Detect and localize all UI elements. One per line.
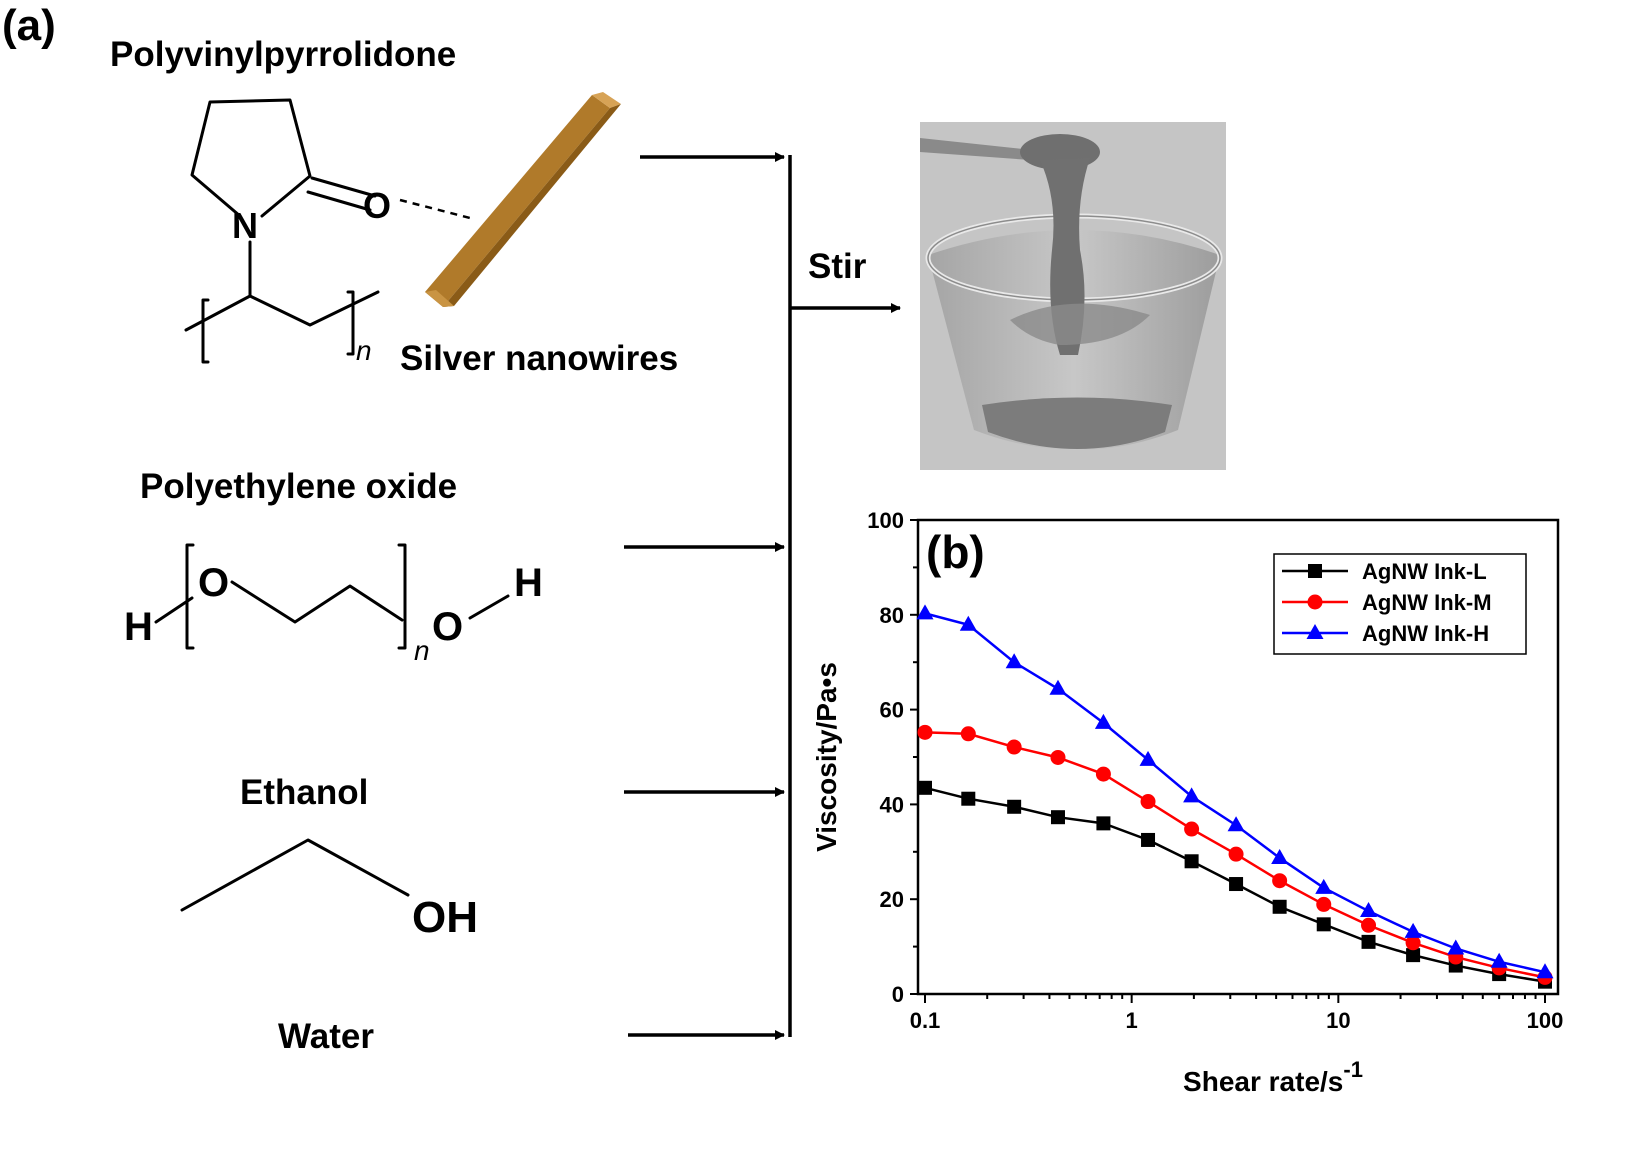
peo-h-left: H xyxy=(124,605,153,649)
legend-marker xyxy=(1306,624,1324,639)
data-point xyxy=(1272,873,1288,889)
data-point xyxy=(961,791,976,806)
panel-b-label: (b) xyxy=(926,526,985,578)
data-point xyxy=(1141,832,1156,847)
data-point xyxy=(1490,952,1508,968)
data-point xyxy=(1049,679,1067,695)
x-tick-label: 1 xyxy=(1126,1008,1138,1033)
data-point xyxy=(1184,821,1200,837)
pvp-oxygen: O xyxy=(363,185,391,226)
data-point xyxy=(1405,935,1421,951)
y-axis-label: Viscosity/Pa•s xyxy=(811,662,842,852)
x-axis-ticks: 0.1 1 10 100 xyxy=(910,994,1564,1033)
data-point xyxy=(1361,934,1376,949)
legend: AgNW Ink-L AgNW Ink-M AgNW Ink-H xyxy=(1273,553,1527,655)
data-point xyxy=(1183,787,1201,803)
x-tick-label: 10 xyxy=(1326,1008,1350,1033)
data-point xyxy=(960,726,976,742)
legend-entry: AgNW Ink-L xyxy=(1362,559,1487,584)
y-tick-label: 100 xyxy=(867,508,904,533)
data-point xyxy=(1139,750,1157,766)
legend-marker xyxy=(1307,594,1323,610)
data-point xyxy=(1272,899,1287,914)
data-point xyxy=(1140,794,1156,810)
data-point xyxy=(1406,948,1421,963)
x-axis-label: Shear rate/s-1 xyxy=(1183,1057,1363,1097)
ethanol-title: Ethanol xyxy=(240,773,368,812)
ink-cup-photo xyxy=(920,122,1226,470)
peo-subscript-n: n xyxy=(414,635,430,666)
data-point xyxy=(918,780,932,795)
y-tick-label: 20 xyxy=(880,887,904,912)
process-arrows: Stir xyxy=(624,152,901,1040)
pvp-nitrogen: N xyxy=(232,205,258,246)
y-tick-label: 0 xyxy=(892,982,904,1007)
legend-marker xyxy=(1308,564,1322,578)
data-point xyxy=(1095,766,1111,782)
x-tick-label: 0.1 xyxy=(910,1008,941,1033)
data-point xyxy=(1184,854,1199,869)
peo-title: Polyethylene oxide xyxy=(140,467,457,506)
legend-entry: AgNW Ink-M xyxy=(1362,590,1492,615)
data-point xyxy=(959,615,977,631)
data-point xyxy=(1315,878,1333,894)
data-point xyxy=(1094,713,1112,729)
data-point xyxy=(1404,922,1422,938)
data-point xyxy=(1536,963,1554,979)
data-point xyxy=(1229,877,1244,892)
data-point xyxy=(917,724,933,740)
peo-o-right: O xyxy=(432,605,463,649)
water-title: Water xyxy=(278,1017,374,1056)
peo-structure: Polyethylene oxide H O n O H xyxy=(124,467,543,666)
ethanol-structure: Ethanol OH xyxy=(180,773,478,942)
y-tick-label: 60 xyxy=(880,698,904,723)
viscosity-chart: (b) 0 20 40 60 80 100 0.1 1 10 100 Viscosity/Pa•… xyxy=(811,508,1563,1097)
pvp-title: Polyvinylpyrrolidone xyxy=(110,35,456,74)
data-point xyxy=(1447,939,1465,955)
data-point xyxy=(1271,848,1289,864)
pvp-subscript-n: n xyxy=(356,335,372,366)
x-tick-label: 100 xyxy=(1527,1008,1564,1033)
y-tick-label: 40 xyxy=(880,792,904,817)
data-point xyxy=(1007,799,1022,814)
ethanol-oh: OH xyxy=(412,893,478,942)
data-point xyxy=(1050,810,1065,825)
x-axis-label-text: Shear rate/s xyxy=(1183,1066,1343,1097)
stir-label: Stir xyxy=(808,247,867,286)
data-point xyxy=(1006,739,1022,755)
panel-a-label: (a) xyxy=(2,1,56,50)
peo-o-left: O xyxy=(198,561,229,605)
data-point xyxy=(1096,816,1111,831)
data-point xyxy=(1227,816,1245,832)
data-point xyxy=(1360,902,1378,918)
data-point xyxy=(1050,749,1066,765)
data-point xyxy=(1228,846,1244,862)
pvp-structure: Polyvinylpyrrolidone O N n xyxy=(110,35,471,366)
data-point xyxy=(1361,917,1377,933)
peo-h-right: H xyxy=(514,561,543,605)
series-layer xyxy=(916,604,1554,989)
y-tick-label: 80 xyxy=(880,603,904,628)
data-point xyxy=(1316,917,1331,932)
y-axis-ticks: 0 20 40 60 80 100 xyxy=(867,508,918,1007)
x-axis-label-sup: -1 xyxy=(1343,1057,1363,1082)
series-3 xyxy=(916,604,1554,979)
silver-nanowire: Silver nanowires xyxy=(400,92,678,378)
data-point xyxy=(916,604,934,620)
legend-entry: AgNW Ink-H xyxy=(1362,621,1489,646)
data-point xyxy=(1316,896,1332,912)
nanowire-title: Silver nanowires xyxy=(400,339,678,378)
data-point xyxy=(1005,653,1023,669)
